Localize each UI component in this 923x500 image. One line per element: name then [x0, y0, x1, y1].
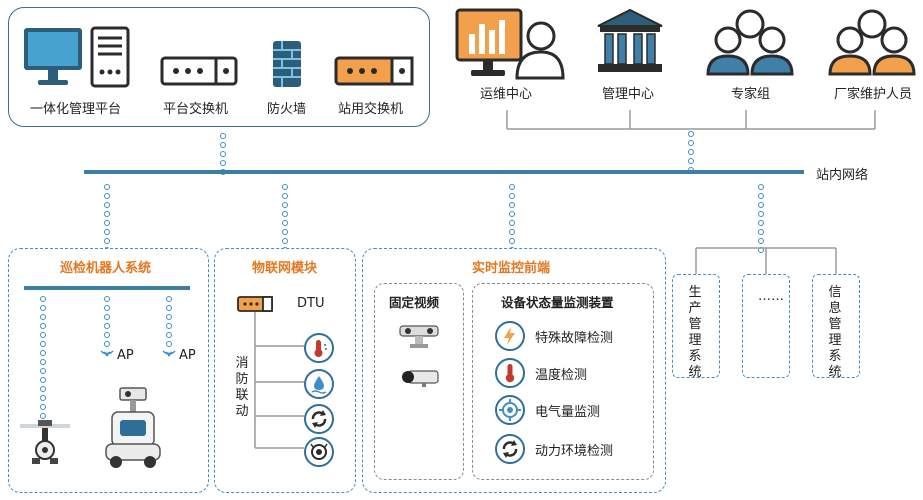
- ellipsis-system-label: ……: [758, 289, 784, 304]
- fire-linkage-label: 消防联动: [235, 356, 249, 420]
- mgmt-center-label: 管理中心: [602, 87, 655, 102]
- computer-server-icon: [24, 26, 130, 88]
- switch-icon: [160, 56, 238, 86]
- target-icon: [495, 395, 525, 425]
- vendor-label: 厂家维护人员: [834, 87, 913, 102]
- iot-module-title: 物联网模块: [252, 261, 318, 276]
- connector-dots: [166, 296, 172, 350]
- iot-tree-lines: [254, 312, 304, 449]
- robot-system-title: 巡检机器人系统: [60, 261, 152, 276]
- switch-orange-icon: [334, 56, 414, 86]
- group-orange-icon: [828, 9, 916, 76]
- info-system-label: 信息管理系统: [828, 285, 842, 380]
- network-bar: [84, 170, 804, 174]
- building-icon: [597, 8, 663, 72]
- platform-switch-label: 平台交换机: [163, 102, 229, 117]
- special-fault-label: 特殊故障检测: [535, 331, 614, 346]
- fixed-video-title: 固定视频: [389, 295, 440, 310]
- dtu-icon: [237, 296, 273, 312]
- wheeled-robot-image: [105, 387, 161, 468]
- operator-monitor-icon: [455, 8, 565, 80]
- camera-icon: [399, 325, 439, 348]
- systems-bracket: [695, 247, 837, 275]
- smoke-icon: [304, 437, 334, 467]
- top-right-bracket: [506, 110, 876, 130]
- power-env-label: 动力环境检测: [535, 444, 614, 459]
- robot-ap-bar: [24, 286, 190, 290]
- production-system-label: 生产管理系统: [688, 285, 702, 380]
- ellipsis-system-box: [742, 274, 790, 378]
- bullet-camera-icon: [402, 370, 439, 387]
- electrical-label: 电气量监测: [535, 405, 601, 420]
- connector-dots: [509, 184, 515, 256]
- group-icon: [706, 9, 794, 76]
- expert-group-label: 专家组: [731, 87, 771, 102]
- connector-dots: [40, 296, 46, 431]
- connector-dots: [104, 184, 110, 256]
- connector-dots: [282, 184, 288, 256]
- ap-label: AP: [117, 348, 134, 363]
- wifi-icon: [100, 350, 114, 357]
- info-system-box: [812, 274, 860, 378]
- thermometer-icon: [304, 333, 334, 363]
- wifi-icon: [162, 350, 176, 357]
- network-label: 站内网络: [816, 168, 869, 183]
- temperature-label: 温度检测: [535, 368, 588, 383]
- dtu-label: DTU: [297, 296, 325, 311]
- water-icon: [304, 369, 334, 399]
- monitor-front-title: 实时监控前端: [472, 261, 551, 276]
- device-monitor-title: 设备状态量监测装置: [501, 295, 614, 310]
- recycle-icon: [304, 404, 334, 434]
- recycle-icon: [495, 434, 525, 464]
- lightning-icon: [495, 321, 525, 351]
- rail-robot-image: [20, 420, 70, 464]
- thermometer-icon: [495, 358, 525, 388]
- ops-center-label: 运维中心: [480, 87, 533, 102]
- connector-dots: [758, 184, 764, 256]
- firewall-icon: [273, 41, 301, 87]
- production-system-box: [672, 274, 720, 378]
- connector-dots: [104, 296, 110, 350]
- platform-label: 一体化管理平台: [30, 102, 122, 117]
- ap-label: AP: [179, 348, 196, 363]
- firewall-label: 防火墙: [267, 102, 307, 117]
- station-switch-label: 站用交换机: [338, 102, 404, 117]
